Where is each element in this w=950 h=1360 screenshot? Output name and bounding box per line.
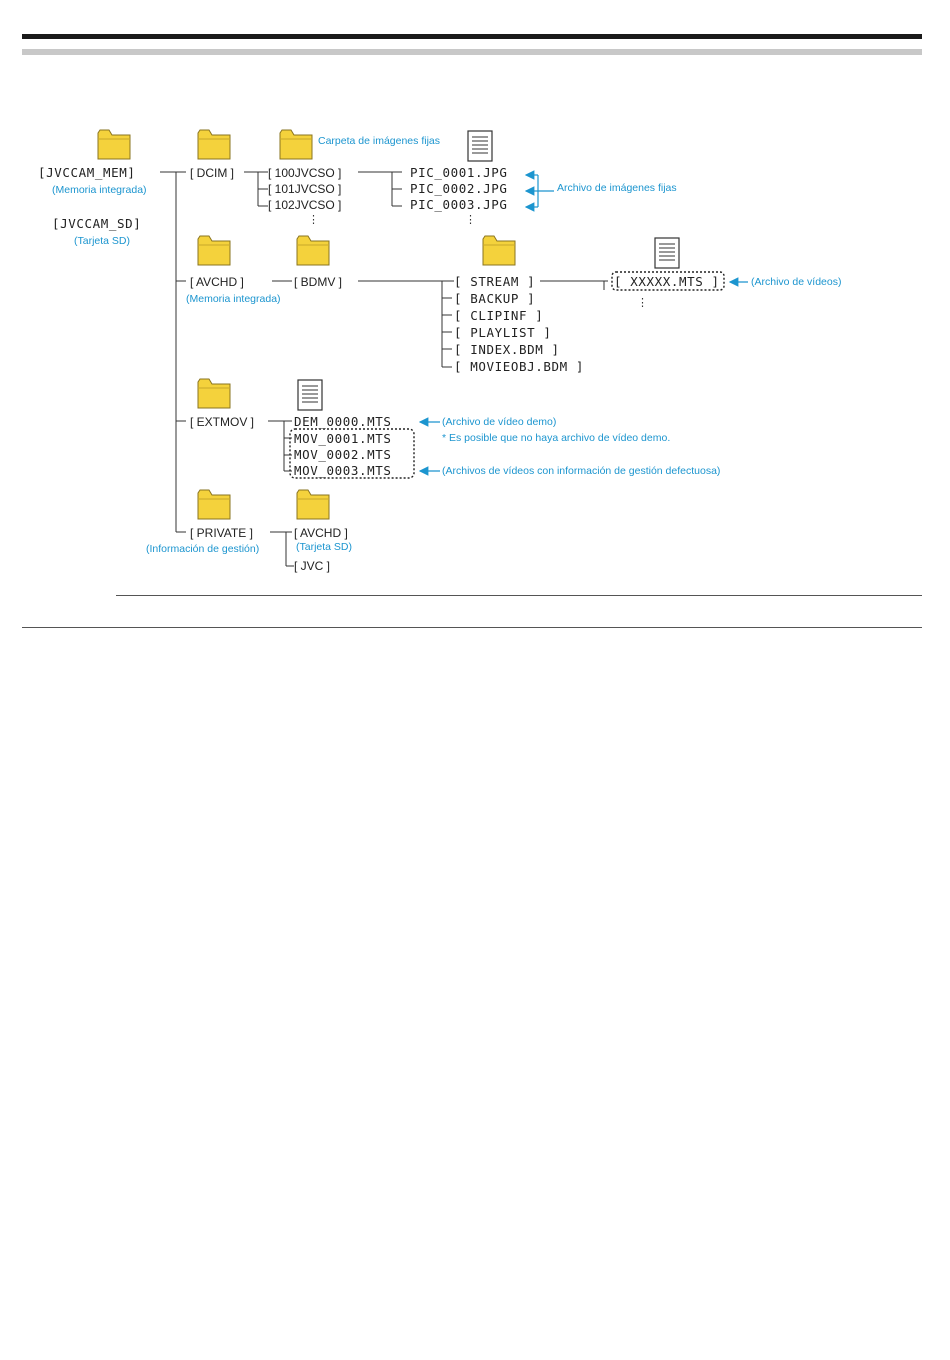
private-jvc-label: [ JVC ] xyxy=(294,559,330,573)
folder-icon xyxy=(197,489,231,520)
bracket-line xyxy=(537,175,554,207)
dcim-label: [ DCIM ] xyxy=(190,166,234,180)
private-avchd-label: [ AVCHD ] xyxy=(294,526,348,540)
clipinf-label: [ CLIPINF ] xyxy=(454,308,543,323)
ellipsis: ⋮ xyxy=(465,214,476,226)
bdmv-label: [ BDMV ] xyxy=(294,275,342,289)
extmov-file-3: MOV_0003.MTS xyxy=(294,463,392,478)
folder-icon xyxy=(197,129,231,160)
folder-icon xyxy=(197,235,231,266)
folder-icon xyxy=(97,129,131,160)
pic-file-2: PIC_0002.JPG xyxy=(410,181,508,196)
root-mem-label: [JVCCAM_MEM] xyxy=(38,165,136,180)
files-note: Archivo de imágenes fijas xyxy=(557,182,677,194)
section-rule xyxy=(22,627,922,628)
top-rule xyxy=(22,34,922,39)
avchd-note: (Memoria integrada) xyxy=(186,293,281,305)
root-sd-note: (Tarjeta SD) xyxy=(74,235,130,247)
stream-label: [ STREAM ] xyxy=(454,274,535,289)
stream-file-note: (Archivo de vídeos) xyxy=(751,276,841,288)
extmov-file-demo: DEM_0000.MTS xyxy=(294,414,392,429)
private-avchd-note: (Tarjeta SD) xyxy=(296,541,352,553)
demo-note: (Archivo de vídeo demo) xyxy=(442,416,556,428)
extmov-file-1: MOV_0001.MTS xyxy=(294,431,392,446)
avchd-label: [ AVCHD ] xyxy=(190,275,244,289)
playlist-label: [ PLAYLIST ] xyxy=(454,325,552,340)
folder-icon xyxy=(296,235,330,266)
dcim-folder-1: [ 100JVCSO ] xyxy=(268,166,341,180)
stream-file-label: [ XXXXX.MTS ] xyxy=(614,274,720,289)
file-icon xyxy=(297,379,323,411)
folder-structure-diagram: [JVCCAM_MEM] (Memoria integrada) [JVCCAM… xyxy=(38,129,841,573)
root-sd-label: [JVCCAM_SD] xyxy=(52,216,141,231)
folder-icon xyxy=(482,235,516,266)
ellipsis: ⋮ xyxy=(308,214,319,226)
top-rule-gray xyxy=(22,49,922,55)
defective-note: (Archivos de vídeos con información de g… xyxy=(442,465,720,477)
dcim-folder-3: [ 102JVCSO ] xyxy=(268,198,341,212)
index-bdm-label: [ INDEX.BDM ] xyxy=(454,342,560,357)
folder-icon xyxy=(279,129,313,160)
ellipsis: ⋮ xyxy=(637,297,648,309)
extmov-file-2: MOV_0002.MTS xyxy=(294,447,392,462)
folder-icon xyxy=(296,489,330,520)
movieobj-bdm-label: [ MOVIEOBJ.BDM ] xyxy=(454,359,584,374)
backup-label: [ BACKUP ] xyxy=(454,291,535,306)
extmov-label: [ EXTMOV ] xyxy=(190,415,254,429)
root-mem-note: (Memoria integrada) xyxy=(52,184,147,196)
diagram-bottom-rule xyxy=(116,595,922,596)
private-label: [ PRIVATE ] xyxy=(190,526,253,540)
file-icon xyxy=(467,130,493,162)
file-icon xyxy=(654,237,680,269)
folder-icon xyxy=(197,378,231,409)
dcim-folder-2: [ 101JVCSO ] xyxy=(268,182,341,196)
folder-note: Carpeta de imágenes fijas xyxy=(318,135,440,147)
pic-file-1: PIC_0001.JPG xyxy=(410,165,508,180)
pic-file-3: PIC_0003.JPG xyxy=(410,197,508,212)
demo-note-2: * Es posible que no haya archivo de víde… xyxy=(442,432,670,444)
private-note: (Información de gestión) xyxy=(146,543,259,555)
